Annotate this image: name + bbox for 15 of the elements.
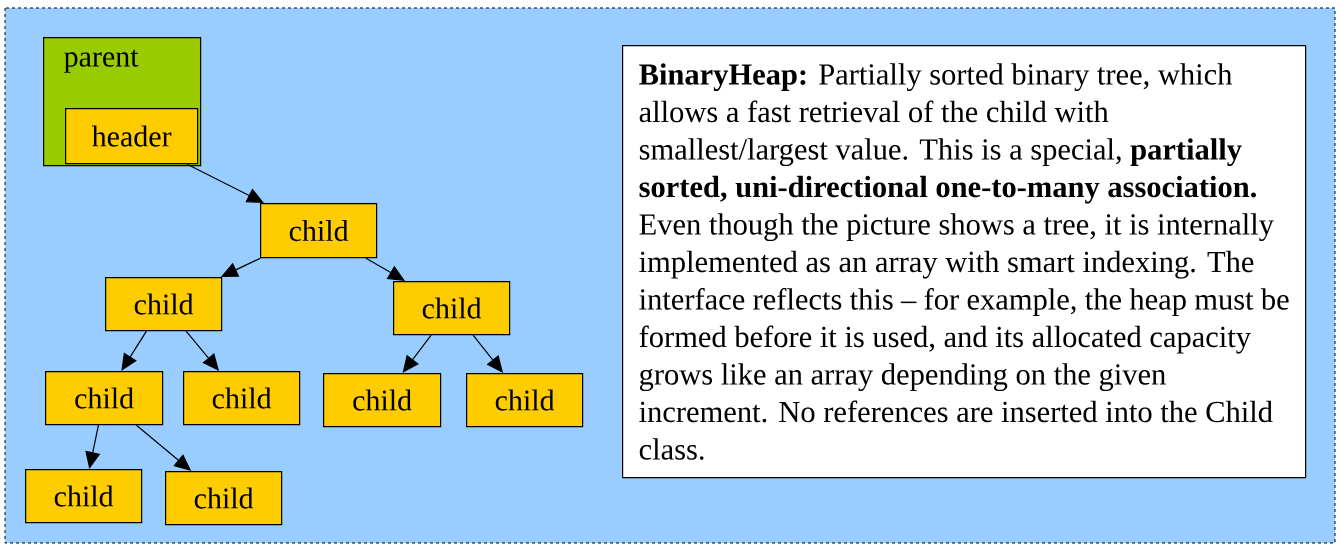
- header-box: header: [65, 108, 199, 165]
- arrow: [186, 163, 264, 203]
- child-box: child: [165, 471, 283, 526]
- child-box: child: [45, 371, 164, 426]
- description-box: BinaryHeap: Partially sorted binary tree, which allows a fast retrieval of the child with smallest/largest value. This is a special, partially sorted, uni-directional one-to-many association. Even though the picture shows a tree, it is internally implemented as an array with smart indexing. The interface reflects this – for example, the heap must be formed before it is used, and its allocated capacity grows like an array depending on the given increment. No references are inserted into the Child class.: [622, 45, 1307, 479]
- child-box: child: [323, 373, 442, 428]
- child-box: child: [25, 469, 143, 524]
- child-box: child: [393, 281, 511, 336]
- child-box: child: [183, 371, 301, 426]
- child-box: child: [260, 203, 378, 259]
- arrow: [121, 330, 148, 371]
- child-box: child: [466, 373, 584, 428]
- arrow: [85, 424, 101, 469]
- child-box: child: [105, 277, 223, 332]
- arrow: [402, 334, 432, 373]
